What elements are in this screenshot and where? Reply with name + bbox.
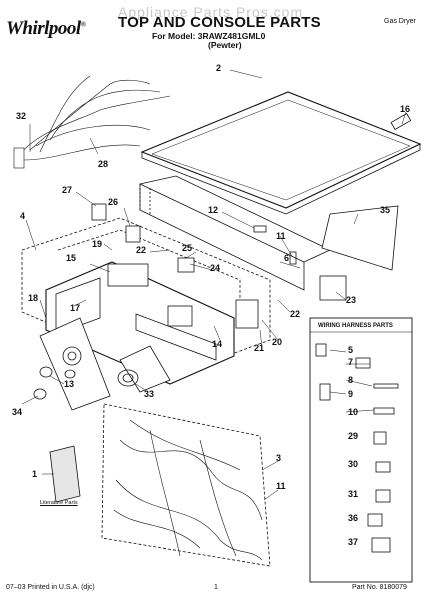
console-components xyxy=(91,112,412,329)
wiring-harness-box xyxy=(309,317,413,583)
page-title: TOP AND CONSOLE PARTS xyxy=(118,14,321,31)
callout-15: 15 xyxy=(66,253,77,263)
callout-14: 14 xyxy=(212,339,223,349)
callout-36: 36 xyxy=(348,513,359,523)
callout-16: 16 xyxy=(400,104,411,114)
callout-12: 12 xyxy=(208,205,219,215)
callout-32: 32 xyxy=(16,111,27,121)
callout-2: 2 xyxy=(216,63,222,73)
callout-21: 21 xyxy=(254,343,265,353)
registered-mark: ® xyxy=(80,20,86,29)
literature-booklet xyxy=(49,445,81,503)
callout-17: 17 xyxy=(70,303,81,313)
leader-lines xyxy=(21,69,407,501)
callout-28: 28 xyxy=(98,159,109,169)
brand-logo: Whirlpool® xyxy=(6,18,86,40)
callout-4: 4 xyxy=(20,211,26,221)
callout-31: 31 xyxy=(348,489,359,499)
literature-label: Literature Parts xyxy=(40,500,78,506)
callout-19: 19 xyxy=(92,239,103,249)
wiring-box-title: WIRING HARNESS PARTS xyxy=(318,323,393,329)
callout-26: 26 xyxy=(108,197,119,207)
callout-10: 10 xyxy=(348,407,359,417)
callout-9: 9 xyxy=(348,389,354,399)
callout-8: 8 xyxy=(348,375,354,385)
knobs xyxy=(33,366,76,400)
top-panel xyxy=(140,91,422,215)
callout-33: 33 xyxy=(144,389,155,399)
callout-1: 1 xyxy=(32,469,38,479)
callout-25: 25 xyxy=(182,243,193,253)
footer-print-info: 07–03 Printed in U.S.A. (djc) xyxy=(6,584,95,591)
footer-page-number: 1 xyxy=(214,584,218,591)
callout-22b: 22 xyxy=(290,309,301,319)
console-panel xyxy=(139,175,331,291)
callout-27: 27 xyxy=(62,185,73,195)
model-line: For Model: 3RAWZ481GML0 xyxy=(152,31,266,41)
control-panel-outline xyxy=(21,217,271,377)
callout-35: 35 xyxy=(380,205,391,215)
callout-11a: 11 xyxy=(276,231,286,241)
callout-34: 34 xyxy=(12,407,23,417)
callout-29: 29 xyxy=(348,431,359,441)
brand-name: Whirlpool xyxy=(6,18,81,39)
callout-18: 18 xyxy=(28,293,39,303)
watermark: Appliance Parts Pros.com xyxy=(118,4,304,20)
console-front xyxy=(39,261,235,411)
callout-24: 24 xyxy=(210,263,221,273)
callout-37: 37 xyxy=(348,537,359,547)
callout-23: 23 xyxy=(346,295,357,305)
product-type: Gas Dryer xyxy=(384,18,416,25)
callout-20: 20 xyxy=(272,337,283,347)
callout-3: 3 xyxy=(276,453,282,463)
callout-6: 6 xyxy=(284,253,290,263)
callout-13: 13 xyxy=(64,379,75,389)
callout-30: 30 xyxy=(348,459,359,469)
lower-wire-harness xyxy=(101,403,271,567)
callout-11b: 11 xyxy=(276,481,286,491)
upper-wire-harness xyxy=(13,75,171,169)
footer-part-number: Part No. 8180079 xyxy=(352,584,407,591)
color-line: (Pewter) xyxy=(208,40,242,50)
callout-22a: 22 xyxy=(136,245,147,255)
callout-5: 5 xyxy=(348,345,354,355)
callout-7: 7 xyxy=(348,357,354,367)
